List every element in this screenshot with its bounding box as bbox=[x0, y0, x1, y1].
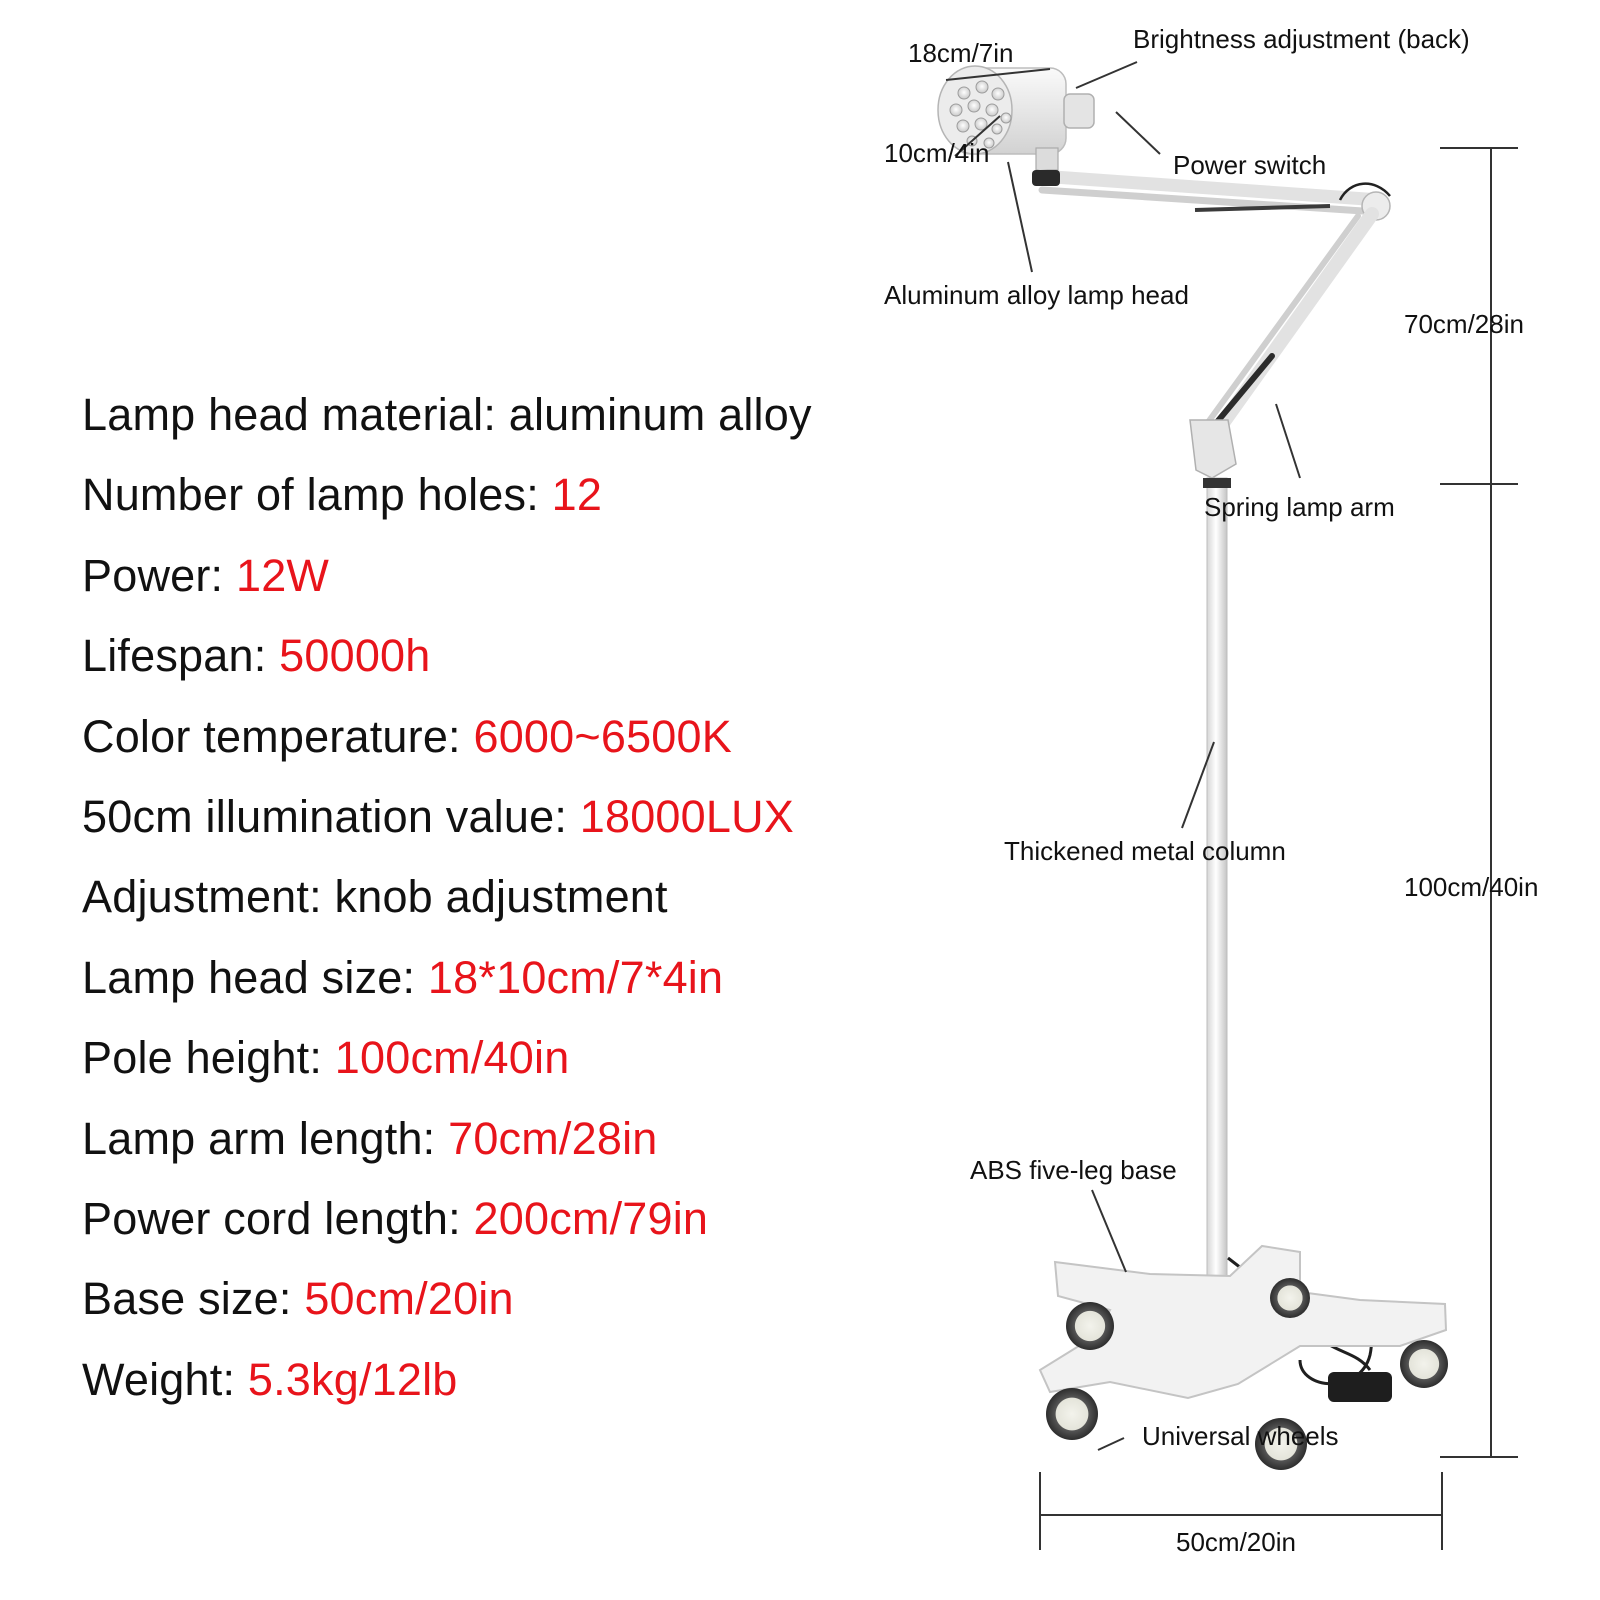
spec-row-head-size: Lamp head size: 18*10cm/7*4in bbox=[82, 951, 812, 1031]
brightness-leader bbox=[1075, 61, 1138, 89]
spec-value: 70cm/28in bbox=[448, 1112, 658, 1164]
arm-dimension-label: 70cm/28in bbox=[1404, 309, 1524, 339]
arm-lower-rail bbox=[1201, 207, 1379, 451]
arm-upper-rail bbox=[1033, 169, 1387, 207]
spec-row-illumination: 50cm illumination value: 18000LUX bbox=[82, 790, 812, 870]
column-leader bbox=[1181, 741, 1215, 829]
head-width-line bbox=[945, 68, 1051, 81]
spec-row-power: Power: 12W bbox=[82, 549, 812, 629]
universal-wheel bbox=[1255, 1418, 1307, 1470]
spec-value: 6000~6500K bbox=[473, 710, 732, 762]
spec-value: 18000LUX bbox=[579, 790, 795, 842]
spec-label: Power: bbox=[82, 549, 236, 601]
column-label: Thickened metal column bbox=[1004, 836, 1286, 866]
wheels-label: Universal wheels bbox=[1142, 1421, 1339, 1451]
spec-row-color-temperature: Color temperature: 6000~6500K bbox=[82, 710, 812, 790]
spec-label: Base size: bbox=[82, 1273, 305, 1325]
five-leg-base bbox=[1038, 1244, 1448, 1470]
arm-cable bbox=[1338, 182, 1391, 201]
arm-spring bbox=[1209, 353, 1275, 431]
spec-label: 50cm illumination value: bbox=[82, 790, 580, 842]
universal-wheel bbox=[1400, 1340, 1448, 1388]
lamp-head-label: Aluminum alloy lamp head bbox=[884, 280, 1189, 310]
lamp-head-leader bbox=[1007, 161, 1033, 273]
spec-list: Lamp head material: aluminum alloy Numbe… bbox=[82, 388, 812, 1433]
led-icon bbox=[957, 86, 971, 100]
spec-label: Lifespan: bbox=[82, 630, 280, 682]
spring-arm bbox=[1032, 169, 1391, 479]
head-width-label: 18cm/7in bbox=[908, 38, 1014, 68]
base-dimension-label: 50cm/20in bbox=[1176, 1527, 1296, 1557]
spec-row-base-size: Base size: 50cm/20in bbox=[82, 1272, 812, 1352]
pole-dimension-label: 100cm/40in bbox=[1404, 872, 1538, 902]
led-icon bbox=[1000, 112, 1012, 124]
metal-column bbox=[1206, 477, 1228, 1333]
led-icon bbox=[956, 119, 970, 133]
lamp-head-back-knob bbox=[1063, 93, 1095, 129]
led-icon bbox=[975, 80, 989, 94]
spec-value: 200cm/79in bbox=[473, 1192, 709, 1244]
spec-label: Pole height: bbox=[82, 1032, 335, 1084]
spec-label: Weight: bbox=[82, 1353, 248, 1405]
led-icon bbox=[949, 103, 963, 117]
spec-row-lifespan: Lifespan: 50000h bbox=[82, 629, 812, 709]
universal-wheel bbox=[1270, 1278, 1310, 1318]
spec-label: Lamp head material: aluminum alloy bbox=[82, 389, 812, 440]
spec-label: Power cord length: bbox=[82, 1192, 474, 1244]
spec-label: Lamp arm length: bbox=[82, 1112, 449, 1164]
spec-row-lamp-holes: Number of lamp holes: 12 bbox=[82, 468, 812, 548]
column-collar bbox=[1203, 478, 1231, 488]
arm-clip bbox=[1032, 170, 1060, 186]
spec-label: Adjustment: knob adjustment bbox=[82, 871, 668, 923]
spec-value: 100cm/40in bbox=[334, 1032, 570, 1084]
head-depth-label: 10cm/4in bbox=[884, 138, 990, 168]
led-icon bbox=[991, 87, 1005, 101]
spec-row-weight: Weight: 5.3kg/12lb bbox=[82, 1353, 812, 1433]
spec-row-cord-length: Power cord length: 200cm/79in bbox=[82, 1192, 812, 1272]
universal-wheel bbox=[1046, 1388, 1098, 1440]
spec-value: 12 bbox=[551, 469, 603, 521]
spec-row-adjustment: Adjustment: knob adjustment bbox=[82, 870, 812, 950]
head-depth-line bbox=[954, 115, 1001, 157]
power-adapter bbox=[1328, 1372, 1392, 1402]
wheels-leader bbox=[1097, 1437, 1125, 1451]
power-switch-label: Power switch bbox=[1173, 150, 1326, 180]
led-icon bbox=[985, 103, 999, 117]
spec-label: Color temperature: bbox=[82, 710, 474, 762]
brightness-label: Brightness adjustment (back) bbox=[1133, 24, 1470, 54]
arm-upper-rail bbox=[1038, 186, 1382, 216]
spec-value: 5.3kg/12lb bbox=[247, 1353, 458, 1405]
led-icon bbox=[983, 137, 995, 149]
spec-row-pole-height: Pole height: 100cm/40in bbox=[82, 1031, 812, 1111]
spring-arm-leader bbox=[1275, 403, 1301, 479]
spec-value: 50cm/20in bbox=[304, 1273, 514, 1325]
led-icon bbox=[991, 123, 1003, 135]
spec-label: Lamp head size: bbox=[82, 951, 428, 1003]
spec-label: Number of lamp holes: bbox=[82, 469, 552, 521]
arm-base-bracket bbox=[1189, 419, 1237, 479]
spec-row-arm-length: Lamp arm length: 70cm/28in bbox=[82, 1112, 812, 1192]
spring-arm-label: Spring lamp arm bbox=[1204, 492, 1395, 522]
led-icon bbox=[967, 99, 981, 113]
spec-value: 12W bbox=[235, 549, 330, 601]
spec-row-material: Lamp head material: aluminum alloy bbox=[82, 388, 812, 468]
lamp-head-mount bbox=[1035, 147, 1059, 171]
arm-spring bbox=[1194, 204, 1331, 212]
base-label: ABS five-leg base bbox=[970, 1155, 1177, 1185]
spec-value: 18*10cm/7*4in bbox=[427, 951, 724, 1003]
led-icon bbox=[974, 117, 988, 131]
universal-wheel bbox=[1066, 1302, 1114, 1350]
base-leader bbox=[1091, 1189, 1127, 1273]
spec-value: 50000h bbox=[279, 630, 431, 682]
power-switch-leader bbox=[1115, 111, 1161, 155]
arm-lower-rail bbox=[1195, 213, 1361, 439]
